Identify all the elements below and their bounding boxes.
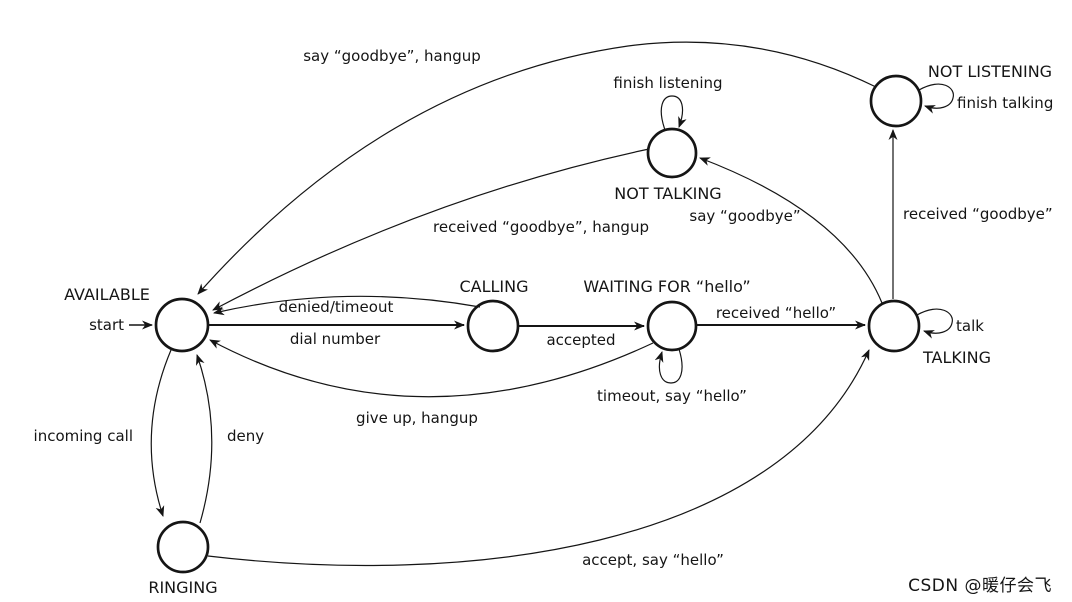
transition-arrow-received-goodbye-hangup (212, 148, 650, 311)
transition-label-received-goodbye: received “goodbye” (903, 205, 1053, 223)
transition-label-received-hello: received “hello” (716, 304, 836, 322)
state-node-not-talking (646, 127, 698, 179)
state-label-not-talking: NOT TALKING (614, 184, 721, 203)
transition-label-give-up-hangup: give up, hangup (356, 409, 478, 427)
transition-label-say-goodbye: say “goodbye” (689, 207, 800, 225)
state-label-ringing: RINGING (148, 578, 217, 597)
transition-arrow-incoming-call (150, 349, 172, 517)
transition-arrow-talk-selfloop (916, 308, 953, 339)
transition-label-finish-talking: finish talking (957, 94, 1053, 112)
state-label-talking: TALKING (922, 348, 991, 367)
state-node-not-listening (869, 74, 923, 128)
transition-label-dial-number: dial number (290, 330, 381, 348)
transition-arrow-finish-talking-selfloop (918, 83, 954, 114)
transition-arrow-deny (196, 354, 213, 524)
transition-label-incoming-call: incoming call (34, 427, 133, 445)
state-node-available (154, 297, 210, 353)
watermark: CSDN @暖仔会飞 (908, 576, 1052, 596)
state-label-not-listening: NOT LISTENING (928, 62, 1052, 81)
transition-label-deny: deny (227, 427, 264, 445)
state-node-waiting-for-hello (646, 300, 698, 352)
state-node-talking (867, 299, 921, 353)
transition-arrow-denied-timeout (213, 295, 481, 316)
transition-label-accepted: accepted (546, 331, 615, 349)
transition-label-finish-listening: finish listening (613, 74, 722, 92)
transition-label-say-goodbye-hangup: say “goodbye”, hangup (303, 47, 481, 65)
transition-label-denied-timeout: denied/timeout (279, 298, 394, 316)
transition-arrow-accept-say-hello (207, 349, 870, 567)
state-label-calling: CALLING (459, 277, 528, 296)
start-label: start (89, 316, 124, 334)
transition-label-received-goodbye-hangup: received “goodbye”, hangup (433, 218, 649, 236)
state-label-available: AVAILABLE (64, 285, 150, 304)
transition-arrow-give-up-hangup (209, 339, 654, 398)
transition-label-accept-say-hello: accept, say “hello” (582, 551, 724, 569)
state-node-ringing (156, 520, 210, 574)
transition-label-talk: talk (956, 317, 984, 335)
transition-arrow-finish-listening-selfloop (660, 95, 687, 131)
transition-arrow-say-goodbye-hangup (197, 41, 877, 295)
transition-arrow-timeout-say-hello-selfloop (654, 348, 683, 384)
state-node-calling (466, 299, 520, 353)
transition-arrow-say-goodbye (699, 157, 883, 304)
state-label-waiting-for-hello: WAITING FOR “hello” (583, 277, 750, 296)
transition-label-timeout-say-hello: timeout, say “hello” (597, 387, 747, 405)
